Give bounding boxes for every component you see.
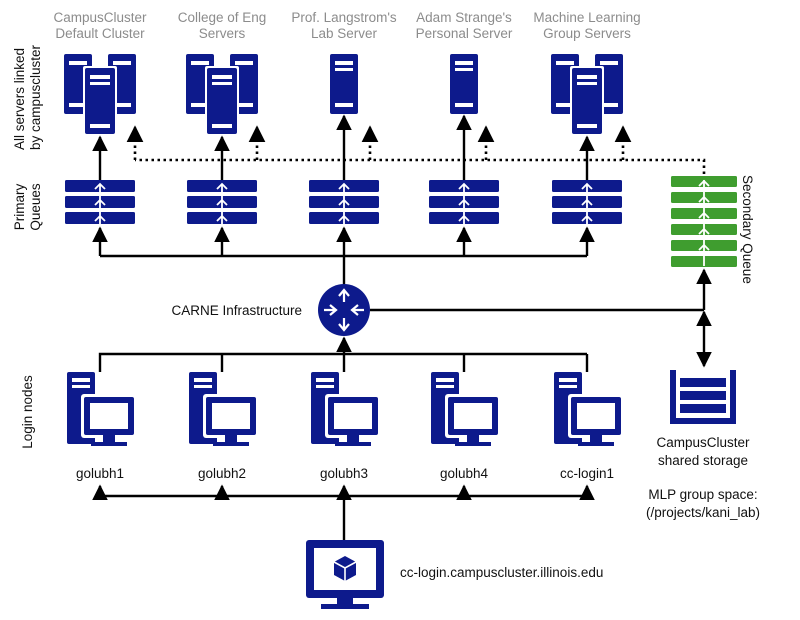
- server-label-campuscluster: CampusCluster Default Cluster: [53, 10, 147, 41]
- server-label-line2: Servers: [199, 26, 246, 41]
- primary-queue-icon: [64, 179, 136, 227]
- server-label-line2: Lab Server: [311, 26, 378, 41]
- queue-to-server-links: [92, 114, 595, 180]
- storage-label-line2: shared storage: [658, 453, 748, 468]
- login-node-label: golubh4: [440, 466, 489, 481]
- login-node-label: cc-login1: [560, 466, 614, 481]
- secondary-queue-icon: [671, 176, 737, 267]
- server-label-line1: Adam Strange's: [416, 10, 512, 25]
- login-node-icon: [554, 372, 624, 446]
- server-tower-icon: [330, 54, 358, 114]
- router-to-queue-links: [92, 226, 595, 285]
- side-label-login-nodes: Login nodes: [20, 375, 35, 449]
- entry-monitor-icon: [306, 540, 384, 609]
- entry-to-login-links: [92, 484, 595, 540]
- login-node-label: golubh3: [320, 466, 368, 481]
- side-label-secondary-queue: Secondary Queue: [740, 175, 755, 284]
- storage-label-line1: CampusCluster: [656, 435, 750, 450]
- server-cluster-icon: [64, 54, 136, 136]
- server-cluster-icon: [551, 54, 623, 136]
- login-node-icon: [67, 372, 137, 446]
- server-label-adam-strange: Adam Strange's Personal Server: [416, 10, 513, 41]
- side-label-servers: All servers linked by campuscluster: [12, 44, 43, 150]
- login-node-icon: [311, 372, 381, 446]
- side-label-servers-line2: by campuscluster: [28, 44, 43, 150]
- entry-host-label: cc-login.campuscluster.illinois.edu: [400, 565, 603, 580]
- server-label-line2: Group Servers: [543, 26, 631, 41]
- primary-queue-icon: [428, 179, 500, 227]
- side-label-primary-line2: Queues: [28, 183, 43, 231]
- primary-queue-icon: [186, 179, 258, 227]
- storage-note-line1: MLP group space:: [648, 487, 757, 502]
- side-label-primary-line1: Primary: [12, 184, 27, 231]
- server-label-line1: Machine Learning: [533, 10, 640, 25]
- server-label-line1: College of Eng: [178, 10, 267, 25]
- login-node-label: golubh1: [76, 466, 124, 481]
- server-label-langstrom: Prof. Langstrom's Lab Server: [291, 10, 397, 41]
- login-node-icon: [189, 372, 259, 446]
- server-label-ml-group: Machine Learning Group Servers: [533, 10, 640, 41]
- router-label: CARNE Infrastructure: [171, 303, 302, 318]
- server-label-line2: Default Cluster: [55, 26, 145, 41]
- router-icon: [318, 284, 370, 336]
- cube-icon: [333, 556, 357, 581]
- login-node-icon: [431, 372, 501, 446]
- side-label-servers-line1: All servers linked: [12, 48, 27, 150]
- server-label-line1: Prof. Langstrom's: [291, 10, 397, 25]
- primary-queue-icon: [551, 179, 623, 227]
- server-label-line1: CampusCluster: [53, 10, 147, 25]
- server-label-line2: Personal Server: [416, 26, 513, 41]
- secondary-links: [126, 125, 706, 174]
- primary-queue-icon: [308, 179, 380, 227]
- server-tower-icon: [450, 54, 478, 114]
- storage-icon: [670, 370, 736, 424]
- server-cluster-icon: [186, 54, 258, 136]
- login-node-label: golubh2: [198, 466, 246, 481]
- storage-note-line2: (/projects/kani_lab): [646, 505, 760, 520]
- server-label-college-eng: College of Eng Servers: [178, 10, 267, 41]
- login-to-router-links: [98, 336, 589, 372]
- side-label-primary-queues: Primary Queues: [12, 183, 43, 231]
